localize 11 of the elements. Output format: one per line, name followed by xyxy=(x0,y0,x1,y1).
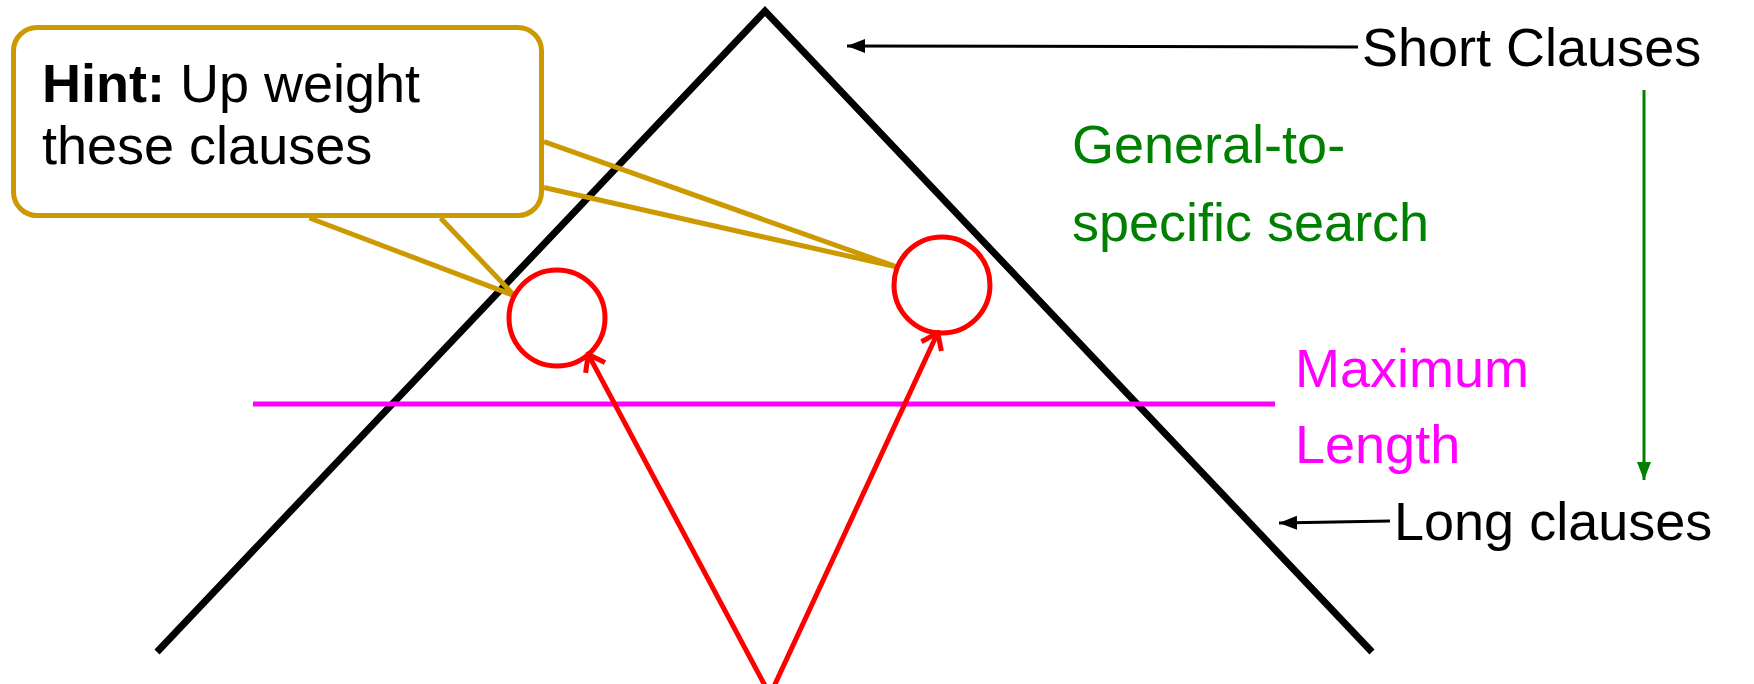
arrow xyxy=(1637,90,1651,480)
arrow xyxy=(1278,515,1391,530)
side-label: Short Clauses xyxy=(1358,16,1706,78)
side-label: Long clauses xyxy=(1390,490,1717,552)
hint-text: Hint: Up weight these clauses xyxy=(42,52,422,176)
search-direction-label: General-to-specific search xyxy=(1072,113,1431,254)
arrow xyxy=(847,39,1358,54)
maximum-length-label: Maximum Length xyxy=(1295,337,1530,476)
circle-marker xyxy=(506,267,608,369)
circle-marker xyxy=(891,234,993,336)
hint-callout xyxy=(11,25,544,218)
